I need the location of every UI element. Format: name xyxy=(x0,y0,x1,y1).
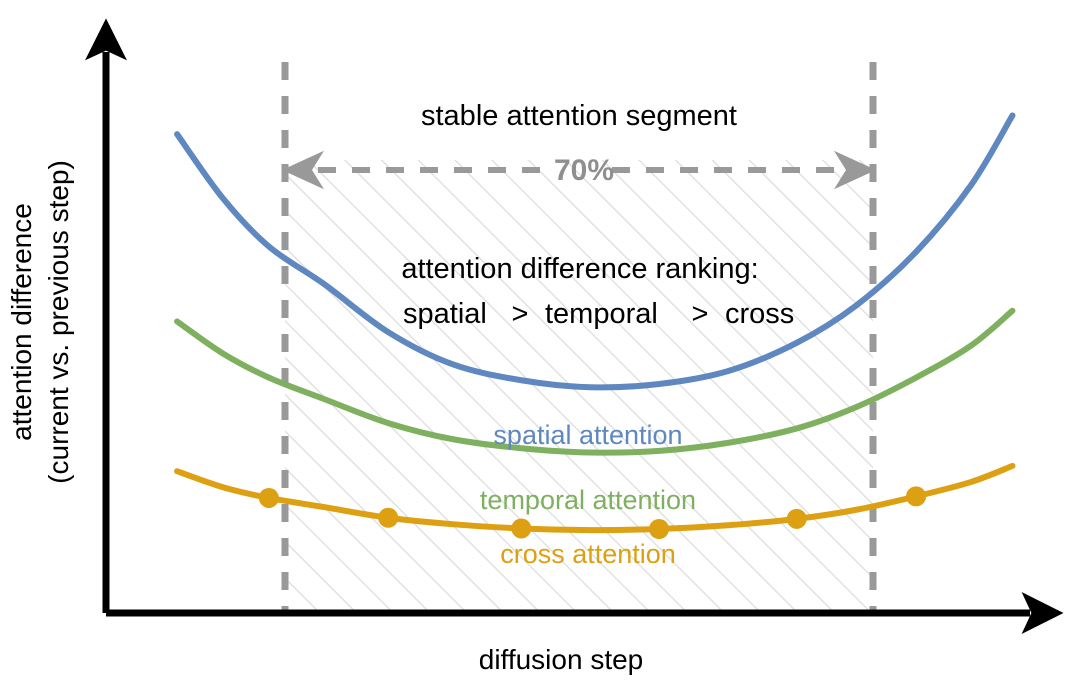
ranking-term-temporal: temporal xyxy=(545,298,658,330)
cross-attention-curve xyxy=(174,462,1016,534)
y-axis-label-line-1: attention difference xyxy=(6,203,37,441)
series-label-temporal-attention: temporal attention xyxy=(480,485,696,515)
cross-data-point xyxy=(378,507,399,528)
cross-data-point xyxy=(511,518,532,539)
cross-data-point xyxy=(258,487,279,508)
series-label-cross-attention: cross attention xyxy=(500,539,676,569)
series-cross-attention xyxy=(174,462,1016,539)
cross-data-point xyxy=(906,486,927,507)
series-spatial-attention xyxy=(174,112,1016,391)
temporal-attention-curve xyxy=(174,307,1016,456)
ranking-title: attention difference ranking: xyxy=(401,253,758,285)
ranking-term-spatial: spatial xyxy=(403,298,487,330)
ranking-expression: spatial > temporal > cross xyxy=(403,298,794,330)
y-axis-label-line-2: (current vs. previous step) xyxy=(43,160,74,484)
cross-data-point xyxy=(649,519,670,539)
spatial-attention-curve xyxy=(174,112,1016,391)
temporal-attention-markers xyxy=(268,0,917,441)
ranking-operator-2: > xyxy=(692,298,709,330)
cross-data-point xyxy=(786,508,807,529)
ranking-operator-1: > xyxy=(512,298,529,330)
stable-segment-title: stable attention segment xyxy=(421,100,737,132)
series-label-spatial-attention: spatial attention xyxy=(493,420,682,450)
x-axis-label: diffusion step xyxy=(479,644,644,675)
series-temporal-attention xyxy=(174,0,1016,456)
ranking-term-cross: cross xyxy=(725,298,794,330)
segment-width-percent-label: 70% xyxy=(554,154,614,187)
cross-attention-markers xyxy=(258,486,927,539)
